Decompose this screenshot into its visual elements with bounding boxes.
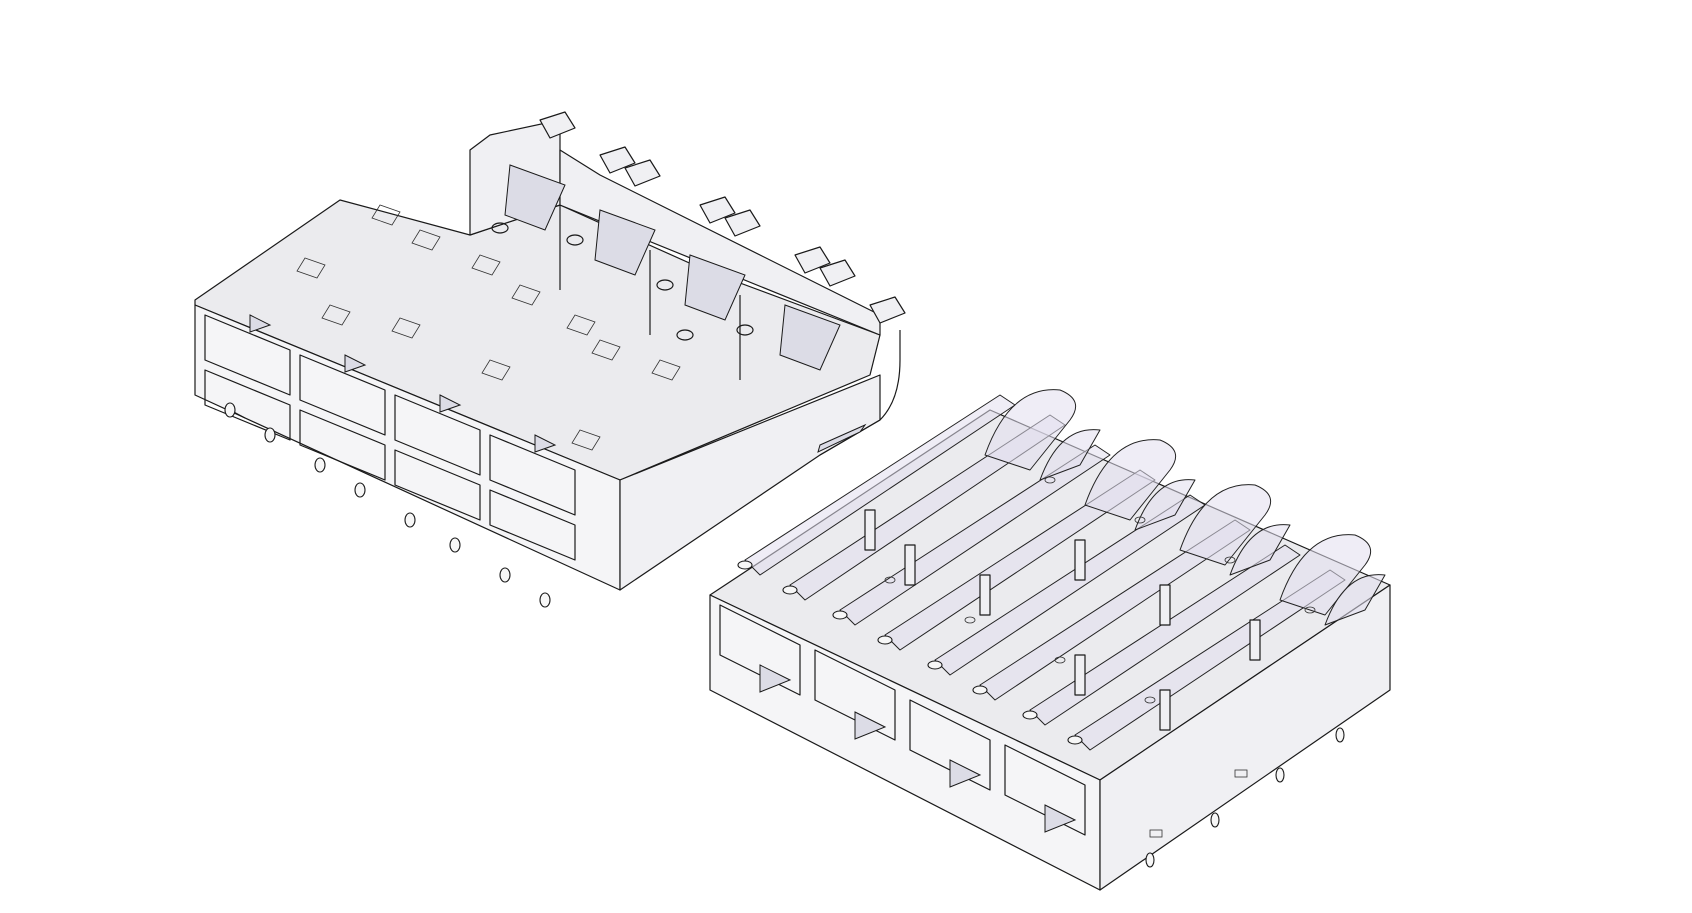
cage-rear-wall-2	[559, 149, 881, 336]
cage-assembly-left	[194, 111, 906, 608]
heatsink-front-tips	[737, 560, 1083, 745]
cage-with-heatsinks-right	[709, 389, 1391, 891]
top-cutouts	[296, 204, 681, 451]
rear-compartments	[491, 164, 841, 380]
side-feet	[1145, 727, 1345, 868]
cage-holes	[884, 476, 1316, 704]
heatsink-port-openings	[719, 604, 1086, 836]
port-openings	[204, 314, 576, 561]
heatsink-clips	[984, 389, 1386, 626]
rear-tabs	[539, 111, 906, 324]
clip-posts	[864, 509, 1261, 731]
cage-side-flange	[819, 330, 901, 456]
press-fit-pins	[224, 402, 551, 608]
heatsink-cage-side-face	[1099, 584, 1391, 891]
